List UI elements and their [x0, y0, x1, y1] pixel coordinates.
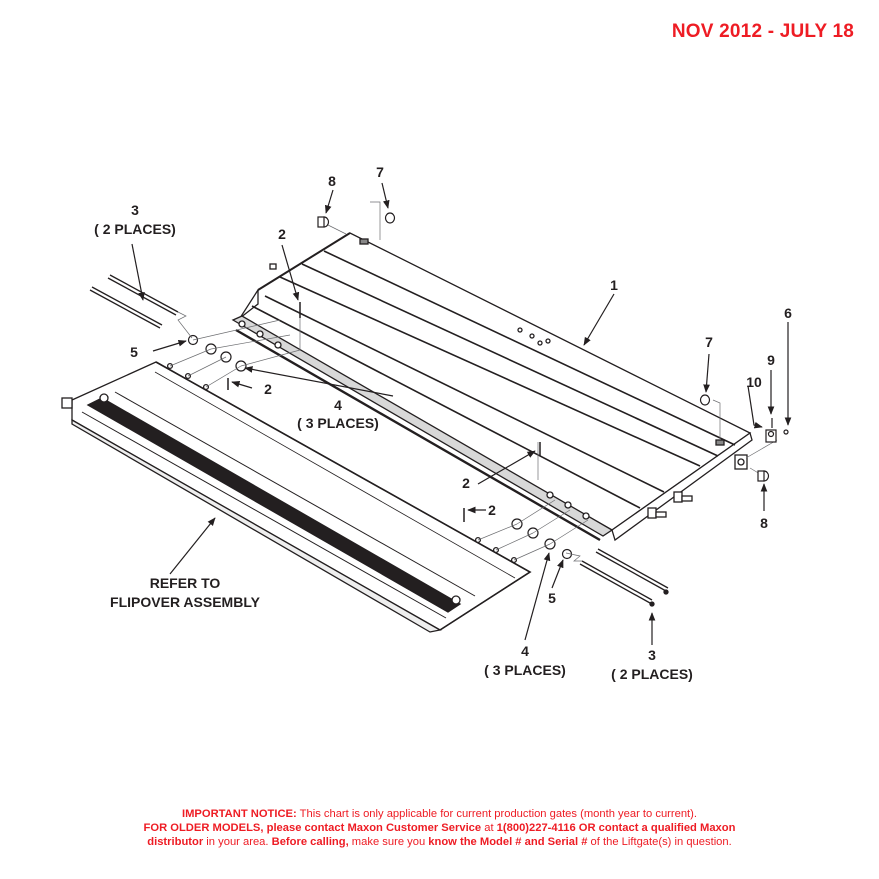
callout-2-bottom: 2 [488, 502, 496, 518]
callout-3-top-qty: ( 2 PLACES) [94, 221, 176, 237]
flipover-assembly-label: FLIPOVER ASSEMBLY [110, 594, 261, 610]
small-parts [317, 212, 789, 482]
callout-3-bottom-qty: ( 2 PLACES) [611, 666, 693, 682]
callout-3-top: 3 [131, 202, 139, 218]
hinge-pins [89, 274, 669, 607]
callout-5-bottom: 5 [548, 590, 556, 606]
callout-4-bottom-qty: ( 3 PLACES) [484, 662, 566, 678]
callout-2-mid: 2 [462, 475, 470, 491]
callout-arrows [131, 182, 792, 645]
date-range-label: NOV 2012 - JULY 18 [671, 21, 854, 42]
callout-3-bottom: 3 [648, 647, 656, 663]
notice-line-2: FOR OLDER MODELS, please contact Maxon C… [143, 822, 736, 834]
callout-4-top: 4 [334, 397, 342, 413]
callout-4-top-qty: ( 3 PLACES) [297, 415, 379, 431]
callout-7-top: 7 [376, 164, 384, 180]
callout-6: 6 [784, 305, 792, 321]
callout-2-top: 2 [278, 226, 286, 242]
callout-labels: 1 2 2 2 2 3 ( 2 PLACES) 3 ( 2 PLACES) 4 … [94, 164, 792, 682]
main-platform [231, 232, 753, 542]
notice-line-1: IMPORTANT NOTICE: This chart is only app… [181, 808, 697, 820]
callout-8-right: 8 [760, 515, 768, 531]
flipover-plate [61, 361, 532, 633]
refer-to-label: REFER TO [150, 575, 221, 591]
callout-2-left: 2 [264, 381, 272, 397]
callout-7-right: 7 [705, 334, 713, 350]
callout-5-top: 5 [130, 344, 138, 360]
callout-1: 1 [610, 277, 618, 293]
callout-8-top: 8 [328, 173, 336, 189]
leader-lines [169, 201, 778, 562]
important-notice: IMPORTANT NOTICE: This chart is only app… [0, 807, 879, 849]
callout-10: 10 [746, 374, 762, 390]
callout-4-bottom: 4 [521, 643, 529, 659]
notice-line-3: distributor in your area. Before calling… [147, 836, 732, 848]
callout-9: 9 [767, 352, 775, 368]
